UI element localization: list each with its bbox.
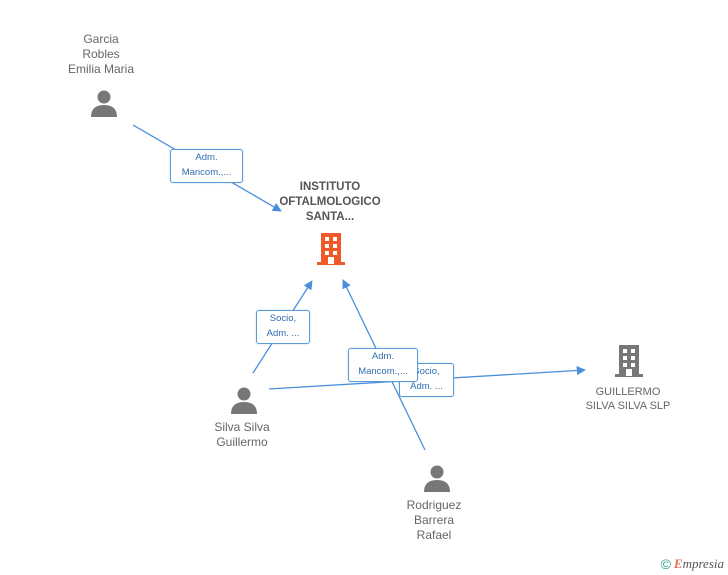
edge-label-rodriguez-instituto[interactable]: Adm. Mancom.,...	[348, 348, 418, 382]
empresia-watermark: © Empresia	[661, 556, 724, 572]
edge-label-silva-instituto[interactable]: Socio, Adm. ...	[256, 310, 310, 344]
node-label-silva-person: Silva Silva Guillermo	[214, 420, 270, 449]
building-icon[interactable]	[316, 232, 346, 266]
building-icon[interactable]	[614, 344, 644, 378]
copyright-icon: ©	[660, 556, 671, 572]
node-label-instituto: INSTITUTO OFTALMOLOGICO SANTA...	[279, 181, 381, 223]
node-label-guillermo-slp: GUILLERMO SILVA SILVA SLP	[585, 386, 671, 412]
person-icon[interactable]	[89, 88, 119, 118]
node-label-garcia: Garcia Robles Emilia Maria	[67, 32, 134, 76]
node-label-rodriguez: Rodriguez Barrera Rafael	[406, 498, 462, 542]
person-icon[interactable]	[422, 463, 452, 493]
brand-logo: Empresia	[673, 556, 724, 571]
person-icon[interactable]	[229, 385, 259, 415]
edge-label-garcia-instituto[interactable]: Adm. Mancom.,...	[170, 149, 243, 183]
